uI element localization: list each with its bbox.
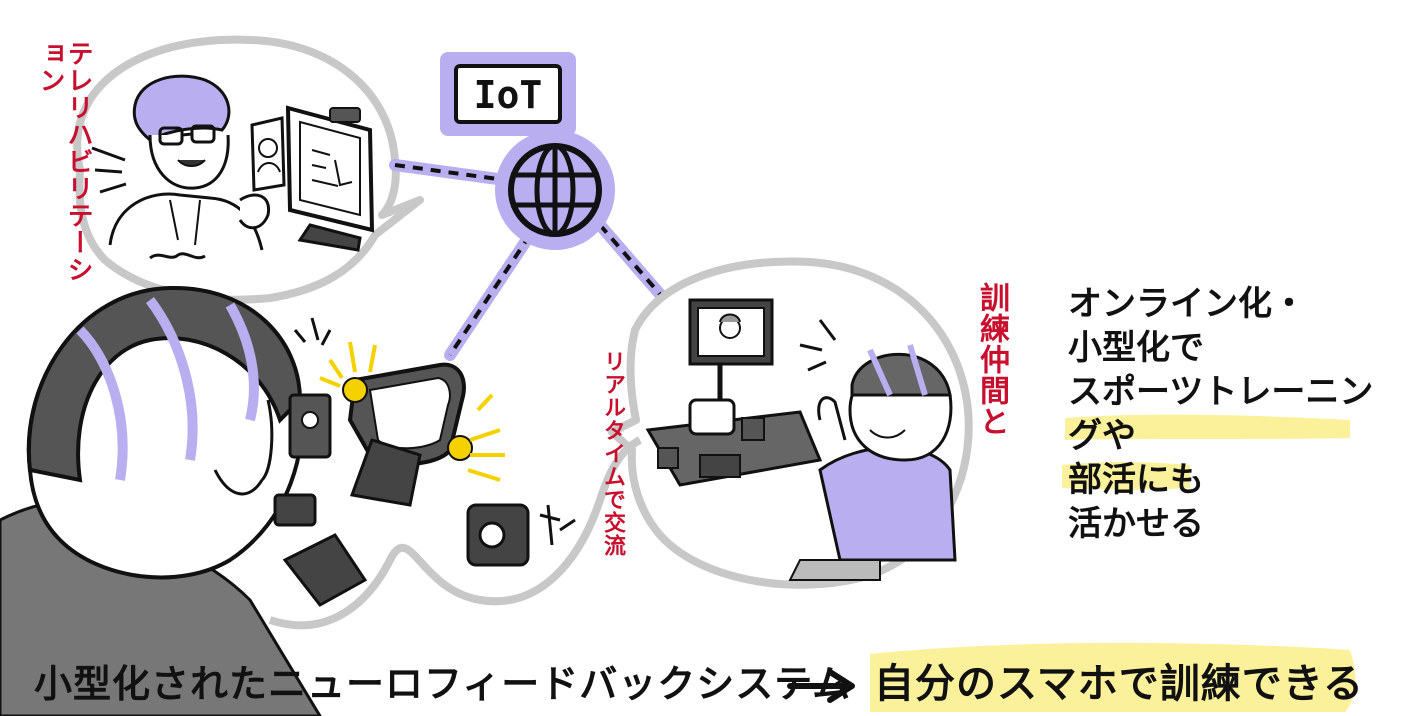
training-peers-label: 訓練仲間と bbox=[974, 282, 1009, 437]
caption-left: 小型化されたニューロフィードバックシステム bbox=[34, 662, 852, 706]
globe-icon bbox=[495, 130, 615, 250]
network-links bbox=[389, 159, 671, 361]
doctor-monitor bbox=[250, 105, 375, 252]
tele-rehab-label: テレリハビリテーション bbox=[35, 40, 93, 283]
text-highlights bbox=[870, 414, 1356, 712]
side-text-line-3: スポーツトレーニングや bbox=[1068, 372, 1374, 456]
side-text-line-2: 小型化で bbox=[1068, 328, 1204, 368]
caption-right: 自分のスマホで訓練できる bbox=[874, 661, 1364, 707]
neurofeedback-devices bbox=[273, 317, 576, 607]
peer-scene bbox=[645, 298, 957, 581]
side-text-line-1: オンライン化・ bbox=[1068, 284, 1306, 324]
side-text-block: オンライン化・ 小型化で スポーツトレーニングや 部活にも 活かせる bbox=[1068, 282, 1402, 546]
iot-badge bbox=[440, 52, 576, 136]
iot-label: IoT bbox=[473, 73, 543, 117]
side-text-line-5: 活かせる bbox=[1068, 504, 1204, 544]
connection-cable bbox=[268, 436, 642, 630]
main-person bbox=[0, 285, 322, 716]
doctor-figure bbox=[91, 74, 271, 260]
realtime-label: リアルタイムで交流 bbox=[600, 350, 625, 557]
arrow-right-icon bbox=[787, 669, 855, 703]
side-text-line-4: 部活にも bbox=[1068, 460, 1204, 500]
